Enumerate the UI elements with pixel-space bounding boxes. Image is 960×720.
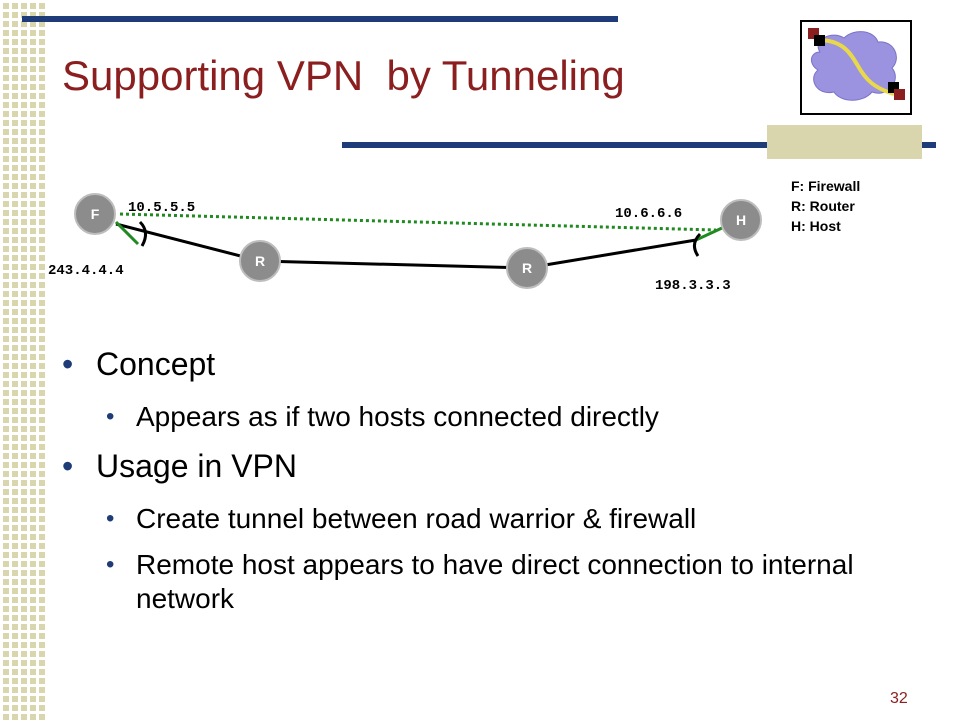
bullet-dot: • <box>106 505 115 532</box>
router-node-1: R <box>239 240 281 282</box>
bullet-dot: • <box>106 403 115 430</box>
host-interface-mark <box>693 232 702 257</box>
firewall-interface-mark <box>138 220 147 247</box>
diagram-legend: F: Firewall R: Router H: Host <box>791 176 860 236</box>
firewall-tunnel-endpoint <box>114 220 140 246</box>
firewall-outer-address: 243.4.4.4 <box>48 263 124 279</box>
tunnel-diagram: F R R H 10.5.5.5 243.4.4.4 10.6.6.6 198.… <box>48 193 762 294</box>
bullet-text: Remote host appears to have direct conne… <box>136 549 854 614</box>
left-decorative-grid <box>0 0 48 720</box>
bullet-concept: • Concept <box>62 344 942 384</box>
legend-firewall: F: Firewall <box>791 178 861 194</box>
host-node: H <box>720 199 762 241</box>
host-outer-address: 198.3.3.3 <box>655 278 731 294</box>
legend-router: R: Router <box>791 198 855 214</box>
link-router1-router2 <box>259 259 528 270</box>
bullet-text: Create tunnel between road warrior & fir… <box>136 503 697 534</box>
bullet-list: • Concept • Appears as if two hosts conn… <box>62 344 942 628</box>
page-number: 32 <box>890 690 908 707</box>
router2-node-label: R <box>522 260 532 276</box>
mid-accent-bar <box>342 142 936 148</box>
bullet-dot: • <box>106 551 115 578</box>
router1-node-label: R <box>255 253 265 269</box>
sub-bullet-direct-connection: • Appears as if two hosts connected dire… <box>62 400 942 434</box>
bullet-dot: • <box>62 346 74 382</box>
bullet-text: Usage in VPN <box>96 448 297 484</box>
firewall-node-label: F <box>91 206 100 222</box>
bullet-dot: • <box>62 448 74 484</box>
host-tunnel-endpoint <box>695 226 723 242</box>
legend-host: H: Host <box>791 218 841 234</box>
firewall-node: F <box>74 193 116 235</box>
top-accent-bar <box>22 16 618 22</box>
bullet-text: Concept <box>96 346 216 382</box>
host-inner-address: 10.6.6.6 <box>615 206 682 222</box>
firewall-inner-address: 10.5.5.5 <box>128 200 195 216</box>
sub-bullet-remote-host: • Remote host appears to have direct con… <box>62 548 942 616</box>
accent-block <box>767 125 922 159</box>
link-firewall-router1 <box>115 222 261 263</box>
bullet-text: Appears as if two hosts connected direct… <box>136 401 659 432</box>
link-router2-host <box>526 238 697 270</box>
network-cloud-logo <box>800 20 912 115</box>
slide-title: Supporting VPN by Tunneling <box>62 52 625 99</box>
host-node-label: H <box>736 212 746 228</box>
cloud-icon <box>808 28 905 101</box>
router-node-2: R <box>506 247 548 289</box>
sub-bullet-create-tunnel: • Create tunnel between road warrior & f… <box>62 502 942 536</box>
bullet-usage: • Usage in VPN <box>62 446 942 486</box>
